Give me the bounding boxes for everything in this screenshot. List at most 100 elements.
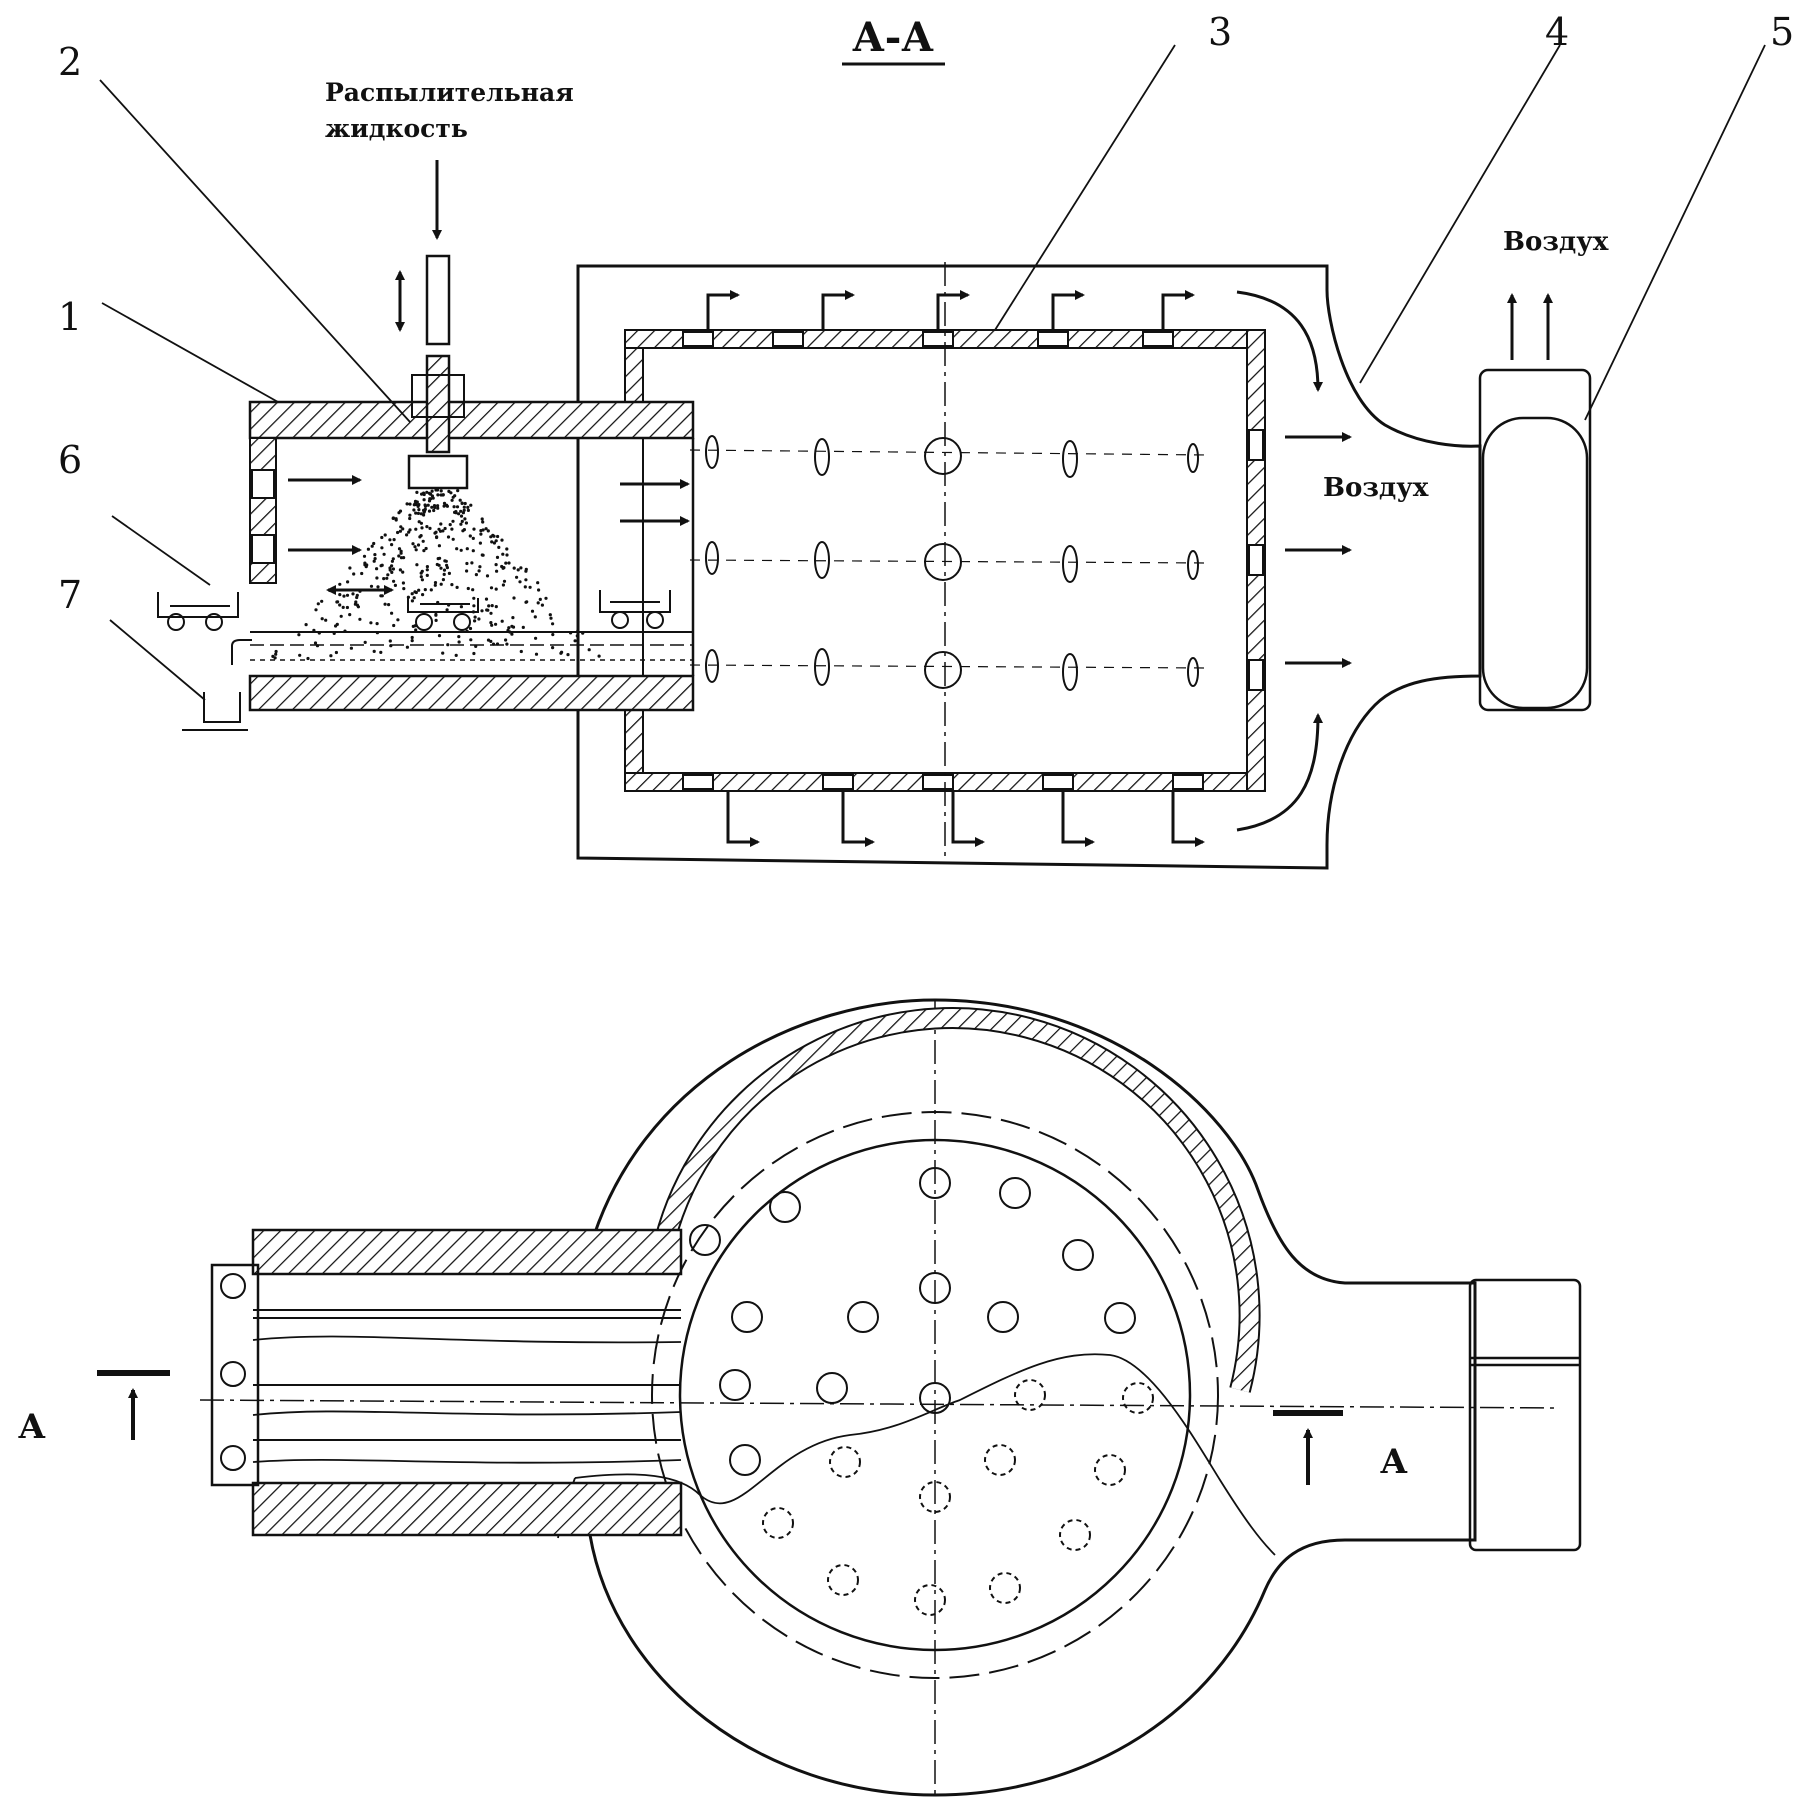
spray-droplet	[436, 557, 440, 561]
spray-droplet	[273, 656, 277, 660]
spray-droplet	[551, 646, 555, 650]
spray-droplet	[504, 561, 508, 565]
spray-droplet	[392, 623, 396, 628]
liquid-label-line2: жидкость	[325, 114, 468, 143]
spray-droplet	[464, 521, 468, 525]
spray-droplet	[416, 511, 420, 515]
carts	[157, 590, 671, 631]
spray-droplet	[472, 604, 476, 608]
spray-droplet	[566, 653, 570, 657]
spray-droplet	[415, 490, 419, 494]
spray-droplet	[380, 535, 384, 540]
spray-droplet	[489, 621, 493, 625]
spray-droplet	[540, 603, 545, 607]
spray-droplet	[394, 517, 398, 521]
spray-droplet	[363, 561, 367, 565]
spray-droplet	[366, 547, 370, 551]
spray-droplet	[332, 631, 336, 636]
drum-hole	[1062, 1239, 1094, 1271]
spray-droplet	[481, 528, 485, 532]
spray-droplet	[469, 638, 473, 642]
spray-droplet	[313, 641, 318, 645]
spray-droplet	[352, 572, 356, 576]
drum-hole	[689, 1224, 721, 1256]
spray-droplet	[437, 527, 441, 531]
spray-droplet	[442, 504, 446, 508]
spray-droplet	[410, 635, 414, 640]
spray-droplet	[497, 545, 501, 550]
spray-droplet	[392, 538, 396, 542]
spray-droplet	[412, 596, 416, 600]
spray-droplet	[401, 527, 405, 531]
spray-droplet	[461, 511, 465, 515]
spray-droplet	[429, 588, 433, 592]
spray-droplet	[443, 526, 447, 531]
spray-droplet	[428, 497, 432, 501]
spray-droplet	[421, 539, 425, 543]
spray-droplet	[461, 529, 465, 533]
spray-droplet	[523, 585, 527, 589]
spray-droplet	[362, 554, 367, 558]
callout-2: 2	[58, 40, 82, 84]
spray-droplet	[423, 588, 427, 592]
spray-droplet	[465, 547, 469, 551]
spray-droplet	[460, 519, 464, 524]
spray-droplet	[421, 593, 425, 597]
spray-droplet	[410, 599, 414, 603]
spray-droplet	[419, 571, 423, 575]
spray-droplet	[316, 602, 320, 606]
drum-hole	[829, 1446, 861, 1478]
spray-droplet	[413, 502, 417, 506]
drum-hole	[919, 1272, 951, 1304]
spray-droplet	[490, 540, 494, 544]
spray-droplet	[471, 549, 475, 553]
spray-droplet	[408, 502, 412, 506]
spray-chamber	[182, 400, 695, 731]
spray-droplet	[372, 649, 376, 654]
spray-droplet	[485, 608, 489, 612]
spray-droplet	[519, 566, 523, 570]
spray-droplet	[459, 605, 463, 609]
spray-droplet	[447, 571, 451, 576]
spray-droplet	[463, 517, 467, 521]
spray-droplet	[405, 645, 409, 649]
spray-droplet	[548, 613, 552, 617]
section-marker-right: А	[1380, 1442, 1408, 1482]
spray-droplet	[387, 603, 391, 607]
spray-droplet	[358, 617, 362, 621]
spray-droplet	[382, 577, 386, 581]
spray-droplet	[439, 566, 443, 570]
air-label-mid: Воздух	[1323, 473, 1429, 503]
spray-droplet	[544, 596, 548, 600]
spray-droplet	[490, 604, 494, 608]
spray-droplet	[515, 575, 519, 579]
spray-droplet	[468, 534, 472, 538]
callout-7: 7	[58, 573, 82, 617]
spray-droplet	[450, 583, 454, 587]
spray-droplet	[413, 499, 418, 503]
spray-droplet	[399, 525, 403, 529]
spray-droplet	[489, 535, 493, 539]
spray-droplet	[458, 498, 462, 502]
spray-droplet	[346, 580, 350, 584]
spray-droplet	[575, 634, 579, 638]
spray-droplet	[348, 613, 352, 617]
spray-droplet	[433, 581, 438, 585]
spray-droplet	[425, 573, 429, 578]
spray-droplet	[494, 563, 498, 567]
spray-droplet	[434, 488, 438, 492]
spray-droplet	[393, 583, 397, 588]
section-view-a-a: А-А Распылительная жидкость Воздух Возду…	[58, 10, 1794, 870]
spray-droplet	[388, 566, 392, 570]
spray-droplet	[315, 644, 320, 648]
spray-droplet	[443, 559, 447, 563]
spray-droplet	[597, 654, 601, 658]
spray-droplet	[457, 640, 461, 644]
spray-droplet	[454, 653, 458, 658]
drum-hole	[919, 1481, 951, 1513]
spray-droplet	[376, 585, 380, 589]
spray-cone	[271, 488, 601, 661]
spray-droplet	[419, 512, 423, 516]
spray-droplet	[408, 513, 412, 517]
spray-droplet	[459, 509, 463, 513]
